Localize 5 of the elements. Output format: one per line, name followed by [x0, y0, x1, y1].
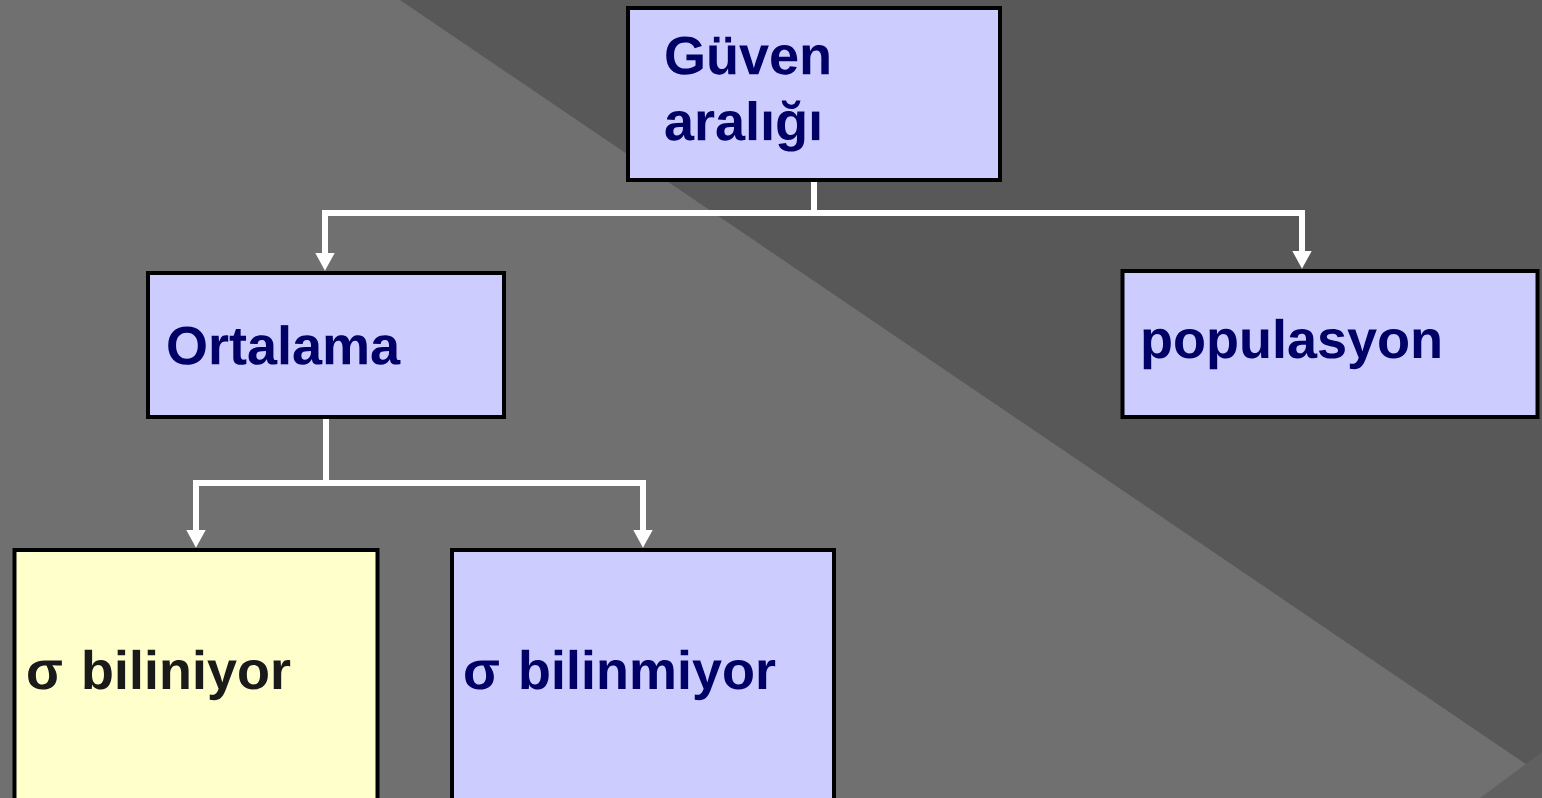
- box: populasyon: [1120, 269, 1540, 419]
- box: Ortalama: [146, 271, 506, 419]
- box: σ biliniyor: [12, 548, 380, 798]
- box: Güven aralığı: [626, 6, 1002, 182]
- box: σ bilinmiyor: [450, 548, 836, 798]
